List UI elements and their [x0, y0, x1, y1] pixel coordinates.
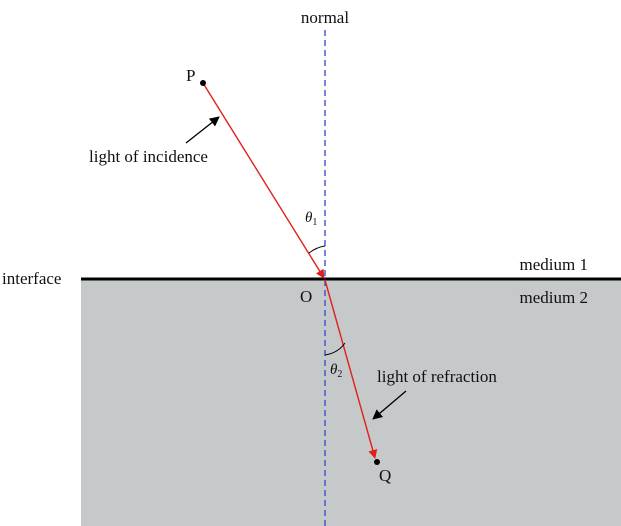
point-p-dot [200, 80, 206, 86]
incident-ray [202, 82, 325, 279]
theta-2-symbol: θ [330, 362, 338, 378]
medium-2-region [81, 279, 621, 526]
theta-2-label: θ2 [330, 362, 342, 380]
medium-1-label: medium 1 [520, 255, 588, 274]
refraction-label: light of refraction [377, 367, 497, 386]
angle-arc-theta-1 [308, 245, 326, 254]
point-q-label: Q [379, 466, 391, 485]
incidence-pointer-arrow [185, 116, 220, 144]
point-q-dot [374, 459, 380, 465]
incidence-label: light of incidence [89, 147, 208, 166]
refraction-pointer-arrow [372, 390, 407, 420]
point-o-label: O [300, 287, 312, 306]
medium-2-label: medium 2 [520, 288, 588, 307]
refracted-ray [324, 279, 378, 459]
theta-2-subscript: 2 [337, 369, 342, 380]
theta-1-subscript: 1 [312, 217, 317, 228]
interface-label: interface [2, 269, 61, 288]
point-p-label: P [186, 66, 195, 85]
normal-label: normal [301, 8, 349, 27]
theta-1-symbol: θ [305, 210, 313, 226]
theta-1-label: θ1 [305, 210, 317, 228]
angle-arc-theta-2 [324, 342, 346, 356]
